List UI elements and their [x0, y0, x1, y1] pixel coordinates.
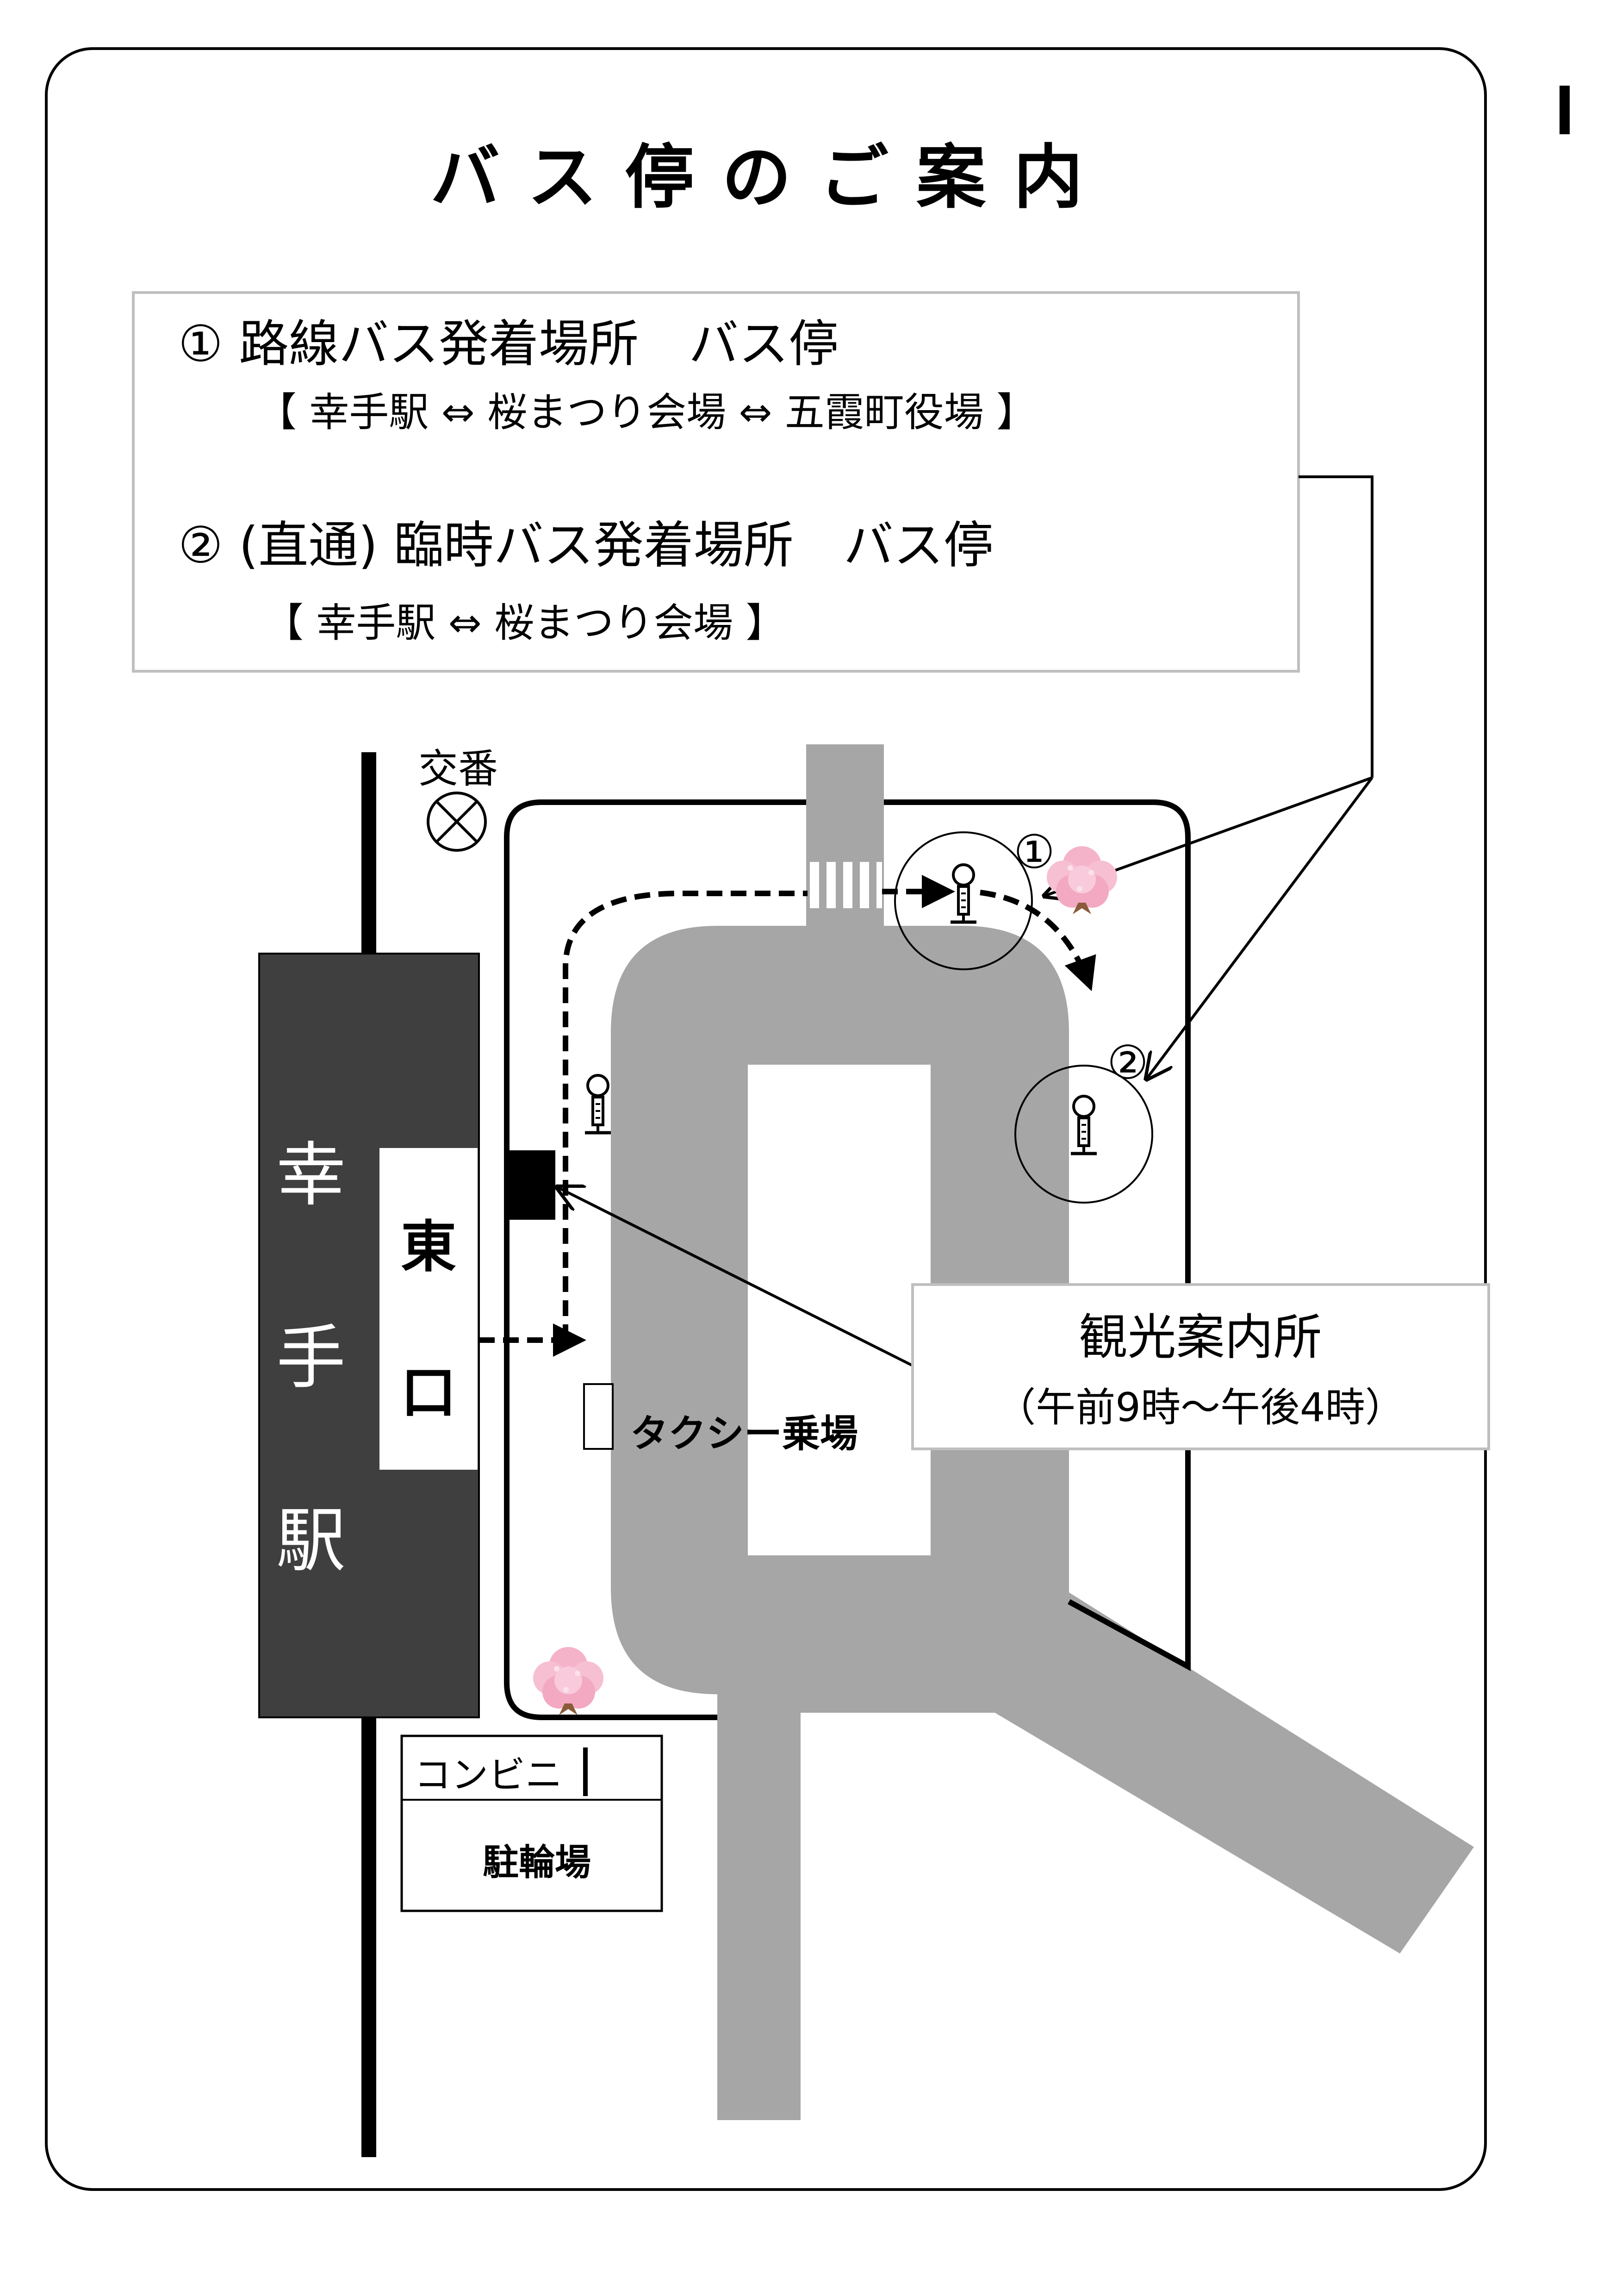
route1-heading: ① 路線バス発着場所 バス停	[178, 315, 839, 373]
station-name-3: 駅	[276, 1501, 346, 1581]
bicycle-parking-label: 駐輪場	[483, 1842, 591, 1884]
bus-stop-1-circle	[894, 831, 1033, 970]
page-title: バス停のご案内	[430, 137, 1111, 218]
shop-block	[400, 1734, 663, 1912]
taxi-stand-label: タクシー乗場	[630, 1412, 858, 1456]
tourist-info-box	[911, 1283, 1490, 1450]
crosswalk-icon	[810, 862, 882, 908]
cherry-blossom-icon	[533, 1647, 603, 1715]
tourist-info-hours: （午前9時～午後4時）	[996, 1385, 1404, 1431]
route1-stops: 【 幸手駅 ⇔ 桜まつり会場 ⇔ 五霞町役場 】	[257, 389, 1036, 436]
page-frame	[45, 47, 1487, 2191]
tourist-info-pointer	[558, 1187, 914, 1367]
bus-stop-icon	[1071, 1096, 1097, 1154]
station-name-2: 手	[276, 1318, 346, 1398]
stop-marker-2: ②	[1107, 1036, 1149, 1090]
bus-stop-icon	[951, 865, 976, 922]
route2-stops: 【 幸手駅 ⇔ 桜まつり会場 】	[264, 600, 785, 646]
police-box-icon	[427, 792, 487, 852]
callout-connector	[1299, 475, 1373, 778]
center-island	[748, 1065, 931, 1555]
east-exit-label-2: 口	[401, 1361, 456, 1425]
east-exit-label-1: 東	[401, 1215, 456, 1279]
info-box	[132, 291, 1300, 673]
rotary-outline	[504, 799, 1191, 1720]
koban-label: 交番	[418, 746, 498, 792]
taxi-stand-sign	[583, 1383, 614, 1450]
tourist-info-name: 観光案内所	[1079, 1309, 1322, 1366]
bus-stop-icon	[585, 1075, 611, 1133]
route2-heading: ② (直通) 臨時バス発着場所 バス停	[178, 517, 994, 574]
edge-mark	[1560, 86, 1570, 134]
stop-marker-1: ①	[1013, 825, 1055, 879]
walking-route	[479, 875, 1096, 1357]
bus-stop-2-circle	[1014, 1065, 1153, 1204]
east-exit	[379, 1148, 478, 1470]
convenience-store-label: コンビニ	[414, 1753, 562, 1797]
station-name-1: 幸	[276, 1135, 346, 1216]
callout-arrow-2	[1147, 777, 1373, 1079]
cherry-blossom-icon	[1047, 846, 1117, 914]
tourist-info-building	[504, 1150, 555, 1220]
